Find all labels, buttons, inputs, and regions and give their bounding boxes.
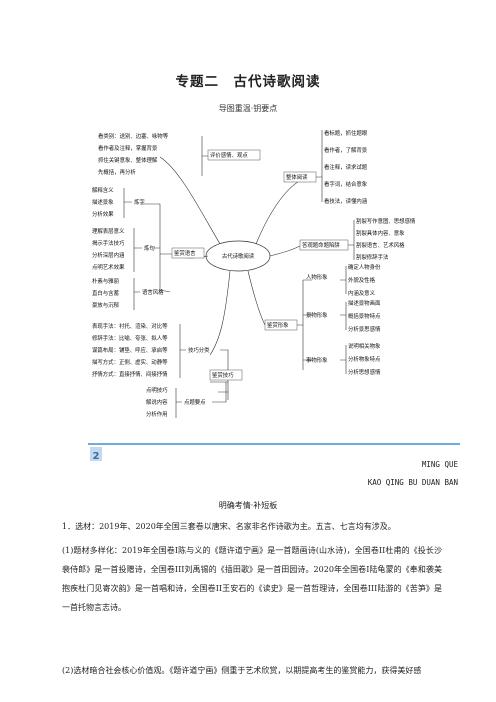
branch-sentence: 理解表层意义 揭示手法技巧 分析深层内涵 点明艺术效果 炼句: [92, 227, 155, 272]
b12-item: 抒情方式：直接抒情、间接抒情: [92, 370, 168, 378]
b8-item: 内涵及意义: [348, 289, 376, 297]
b5-node: [171, 247, 205, 259]
b1-item: 抓住关键意象、整体理解: [98, 156, 158, 164]
b9-item: 描述景物画面: [348, 299, 381, 307]
b1-item: 先概括，再分析: [98, 168, 136, 176]
b6-label: 语言风格: [142, 288, 164, 296]
b1-label: 评价感情、观点: [210, 151, 248, 159]
b1-item: 看作者及注释，掌握背景: [98, 144, 158, 152]
branch-language: 鉴赏语言: [140, 203, 205, 290]
b9-label: 景物形象: [306, 311, 328, 319]
branch-trap: 答观题命题陷阱 割裂写作意图、思想感情 割裂具体内容、意象 割裂语言、艺术风格 …: [299, 217, 416, 261]
b10-label: 事物形象: [306, 356, 328, 364]
paragraph-3: (2)选材暗合社会核心价值观。《题许道宁画》侧重于艺术欣赏，以期提高考生的鉴赏能…: [62, 666, 422, 675]
banner-pinyin-1: MING QUE: [421, 460, 458, 469]
b8-label: 人物形象: [306, 273, 328, 281]
b4-item: 点明艺术效果: [92, 263, 125, 271]
mind-map: 古代诗歌阅读 看类别：送别、边塞、咏物等 看作者及注释，掌握背景 抓住关键意象、…: [92, 129, 416, 418]
b7-label: 答观题命题陷阱: [302, 241, 340, 249]
branch-overall: 整体阅读 看标题，抓住题眼 看作者，了解背景 看注释，读求试题 看字词，结合意象…: [283, 129, 368, 205]
b8-item: 外貌及性格: [348, 276, 376, 284]
b12-item: 表现手法：衬托、渲染、对比等: [92, 322, 168, 330]
b3-item: 解释含义: [92, 186, 114, 194]
b4-item: 理解表层意义: [92, 227, 125, 235]
b4-item: 分析深层内涵: [92, 251, 124, 259]
b3-label: 炼字: [134, 198, 145, 206]
b10-item: 说明相关物象: [348, 342, 381, 350]
b2-item: 看作者，了解背景: [324, 146, 368, 154]
b9-item: 概括景物特点: [348, 312, 381, 320]
paragraph-2: (1)题材多样化：2019年全国卷Ⅰ陈与义的《题许道宁画》是一首题画诗(山水诗)…: [62, 546, 442, 612]
b4-label: 炼句: [144, 244, 155, 252]
b12-item: 描写方式：正侧、虚实、动静等: [92, 358, 168, 366]
banner-pinyin-2: KAO QING BU DUAN BAN: [367, 478, 458, 487]
b14-item: 解说内容: [146, 398, 168, 406]
b7-item: 割裂语言、艺术风格: [356, 241, 405, 249]
page-subtitle: 导图重温·钥要点: [218, 104, 278, 113]
b7-item: 割裂修辞手法: [356, 253, 389, 261]
b4-item: 揭示手法技巧: [92, 239, 125, 247]
b1-node: [207, 149, 261, 161]
paragraph-1: 1．选材：2019年、2020年全国三套卷以唐宋、名家非名作诗歌为主。五言、七言…: [62, 522, 396, 531]
b6-item: 豪放与沉郁: [92, 301, 120, 309]
b2-item: 看注释，读求试题: [324, 163, 368, 171]
branch-image: 鉴赏形象 人物形象 确定人物身份 外貌及性格 内涵及意义 景物形象 描述景物画面…: [264, 263, 381, 376]
b3-item: 分析效果: [92, 210, 114, 218]
section-title: 明确考情·补短板: [218, 501, 278, 510]
b14-item: 分析作用: [146, 410, 168, 418]
banner-number: 2: [93, 451, 100, 462]
b13-node: [209, 369, 243, 381]
b13-label: 鉴赏技巧: [212, 371, 234, 379]
b2-item: 看技法，读懂内涵: [324, 197, 367, 205]
branch-style: 朴素与雅丽 直白与含蓄 豪放与沉郁 语言风格: [92, 277, 171, 310]
b5-label: 鉴赏语言: [174, 249, 196, 257]
b10-item: 分析物象特点: [348, 355, 381, 363]
b12-item: 谋篇布局：铺垫、呼应、承启等: [92, 346, 168, 354]
center-label: 古代诗歌阅读: [222, 252, 255, 260]
branch-evaluate: 看类别：送别、边塞、咏物等 看作者及注释，掌握背景 抓住关键意象、整体理解 先概…: [98, 132, 261, 176]
b6-item: 直白与含蓄: [92, 289, 120, 297]
b9-item: 分析景思感情: [348, 325, 381, 333]
b6-item: 朴素与雅丽: [92, 277, 120, 285]
b8-item: 确定人物身份: [348, 263, 381, 271]
b2-label: 整体阅读: [286, 173, 308, 181]
b14-item: 点明技巧: [146, 386, 168, 394]
b14-label: 点题要点: [184, 399, 206, 406]
b10-item: 分析思想感情: [348, 368, 381, 376]
b12-item: 修辞手法：比喻、夸张、拟人等: [92, 334, 168, 342]
b2-item: 看标题，抓住题眼: [324, 129, 368, 137]
b12-label: 技巧分类: [188, 346, 210, 354]
b11-label: 鉴赏形象: [267, 321, 289, 329]
section-banner: 2: [88, 443, 460, 462]
b3-item: 描述景象: [92, 198, 114, 206]
page-title: 专题二 古代诗歌阅读: [175, 74, 321, 90]
b7-item: 割裂写作意图、思想感情: [356, 217, 416, 225]
b7-item: 割裂具体内容、意象: [356, 229, 405, 237]
b1-item: 看类别：送别、边塞、咏物等: [98, 132, 169, 140]
branch-technique: 表现手法：衬托、渲染、对比等 修辞手法：比喻、夸张、拟人等 谋篇布局：铺垫、呼应…: [92, 322, 243, 418]
b2-item: 看字词，结合意象: [324, 180, 368, 188]
banner-number-box: [90, 447, 102, 461]
branch-word: 解释含义 描述景象 分析效果 炼字: [92, 186, 145, 218]
